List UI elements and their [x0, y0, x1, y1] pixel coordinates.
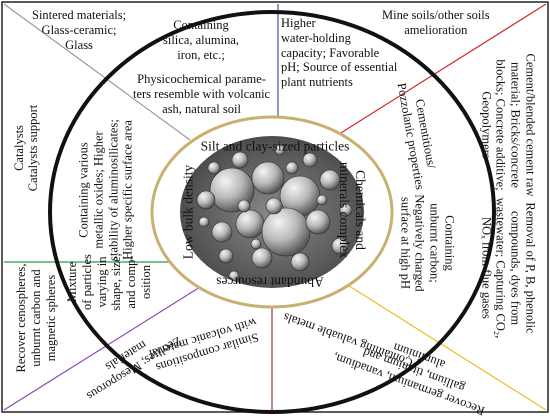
divider-gray — [3, 3, 191, 141]
micrograph-sphere — [339, 203, 353, 217]
micrograph-sphere — [235, 209, 265, 239]
micrograph-sphere — [331, 237, 349, 255]
micrograph-sphere — [251, 161, 285, 195]
micrograph-sphere — [207, 161, 221, 175]
divider-red — [335, 3, 547, 137]
micrograph-sphere — [319, 169, 341, 191]
micrograph-sphere — [218, 248, 234, 264]
outer-ring — [48, 10, 496, 414]
micrograph-sphere — [211, 221, 233, 243]
label-silt-clay: Silt and clay-sized particles — [200, 138, 350, 154]
micrograph-sphere — [237, 199, 251, 213]
fly-ash-micrograph — [180, 136, 364, 288]
micrograph-sphere — [274, 144, 286, 156]
label-abundant-resources: Abundant resources — [216, 274, 324, 290]
micrograph-sphere — [290, 252, 310, 272]
micrograph-sphere — [196, 190, 216, 210]
micrograph-sphere — [250, 238, 262, 250]
label-sintered-materials: Sintered materials;Glass-ceramic;Glass — [32, 8, 127, 52]
micrograph-sphere — [285, 161, 299, 175]
micrograph-sphere — [302, 152, 318, 168]
micrograph-sphere — [265, 197, 283, 215]
micrograph-sphere — [198, 216, 210, 228]
micrograph-sphere — [231, 151, 249, 169]
label-low-bulk-density: Low bulk density — [180, 164, 196, 260]
micrograph-sphere — [251, 247, 273, 269]
divider-yellow — [345, 283, 547, 411]
micrograph-sphere — [261, 207, 311, 257]
micrograph-sphere — [228, 270, 240, 282]
micrograph-sphere — [305, 209, 331, 235]
micrograph-sphere — [316, 194, 328, 206]
label-physicochemical: Physicochemical parame-ters resemble wit… — [133, 72, 271, 116]
